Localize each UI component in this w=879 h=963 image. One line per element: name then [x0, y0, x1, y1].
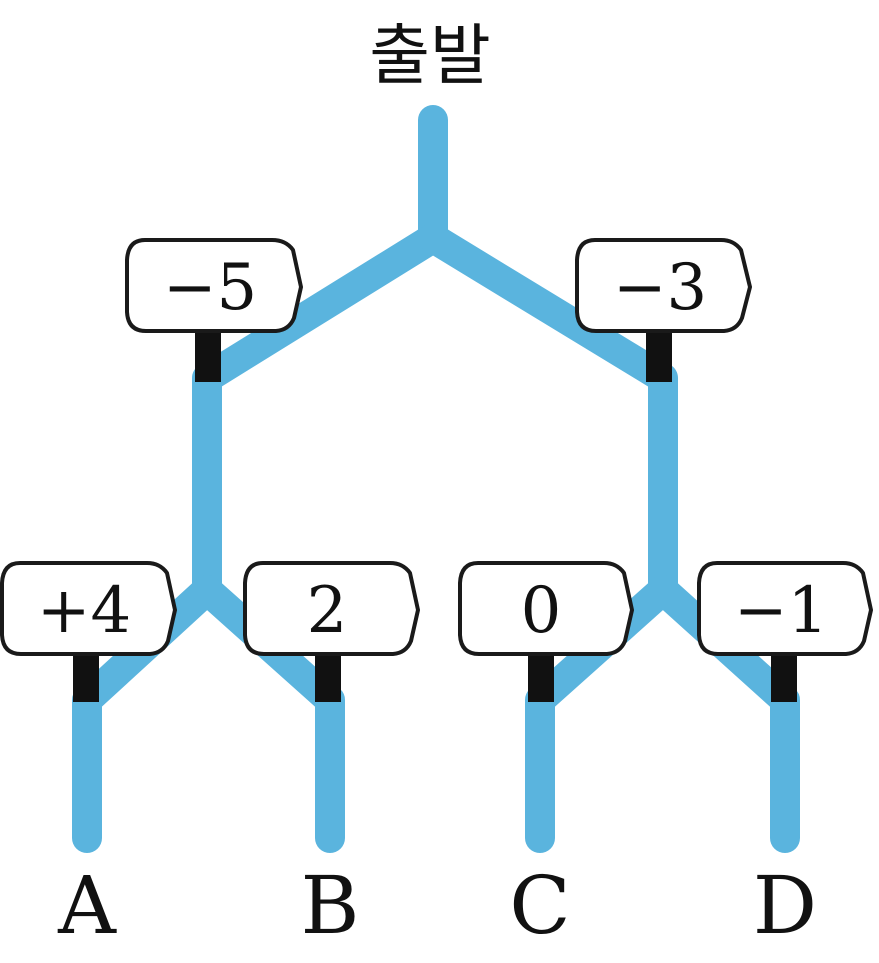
sign-left-top-value: −5: [163, 251, 257, 325]
sign-right-top-value: −3: [613, 251, 707, 325]
endpoint-labels: A B C D: [57, 859, 817, 952]
endpoint-a-label: A: [57, 859, 117, 952]
paths: [72, 105, 800, 853]
endpoint-c-label: C: [509, 859, 570, 952]
start-label: 출발: [369, 17, 490, 94]
endpoint-d-label: D: [753, 859, 817, 952]
sign-b-value: 2: [307, 574, 348, 648]
sign-c-value: 0: [521, 574, 562, 648]
sign-right-top-board: [575, 238, 752, 333]
sign-a-value: +4: [37, 574, 131, 648]
sign-b-board: [243, 561, 420, 656]
sign-left-top-board: [125, 238, 303, 333]
sign-posts: [73, 320, 797, 702]
sign-c-board: [458, 561, 634, 656]
endpoint-b-label: B: [301, 859, 360, 952]
sign-values: −5 −3 +4 2 0 −1: [37, 251, 828, 648]
sign-boards: [0, 238, 873, 656]
sign-d-value: −1: [734, 574, 828, 648]
sign-a-board: [0, 561, 177, 656]
sign-d-board: [697, 561, 873, 656]
